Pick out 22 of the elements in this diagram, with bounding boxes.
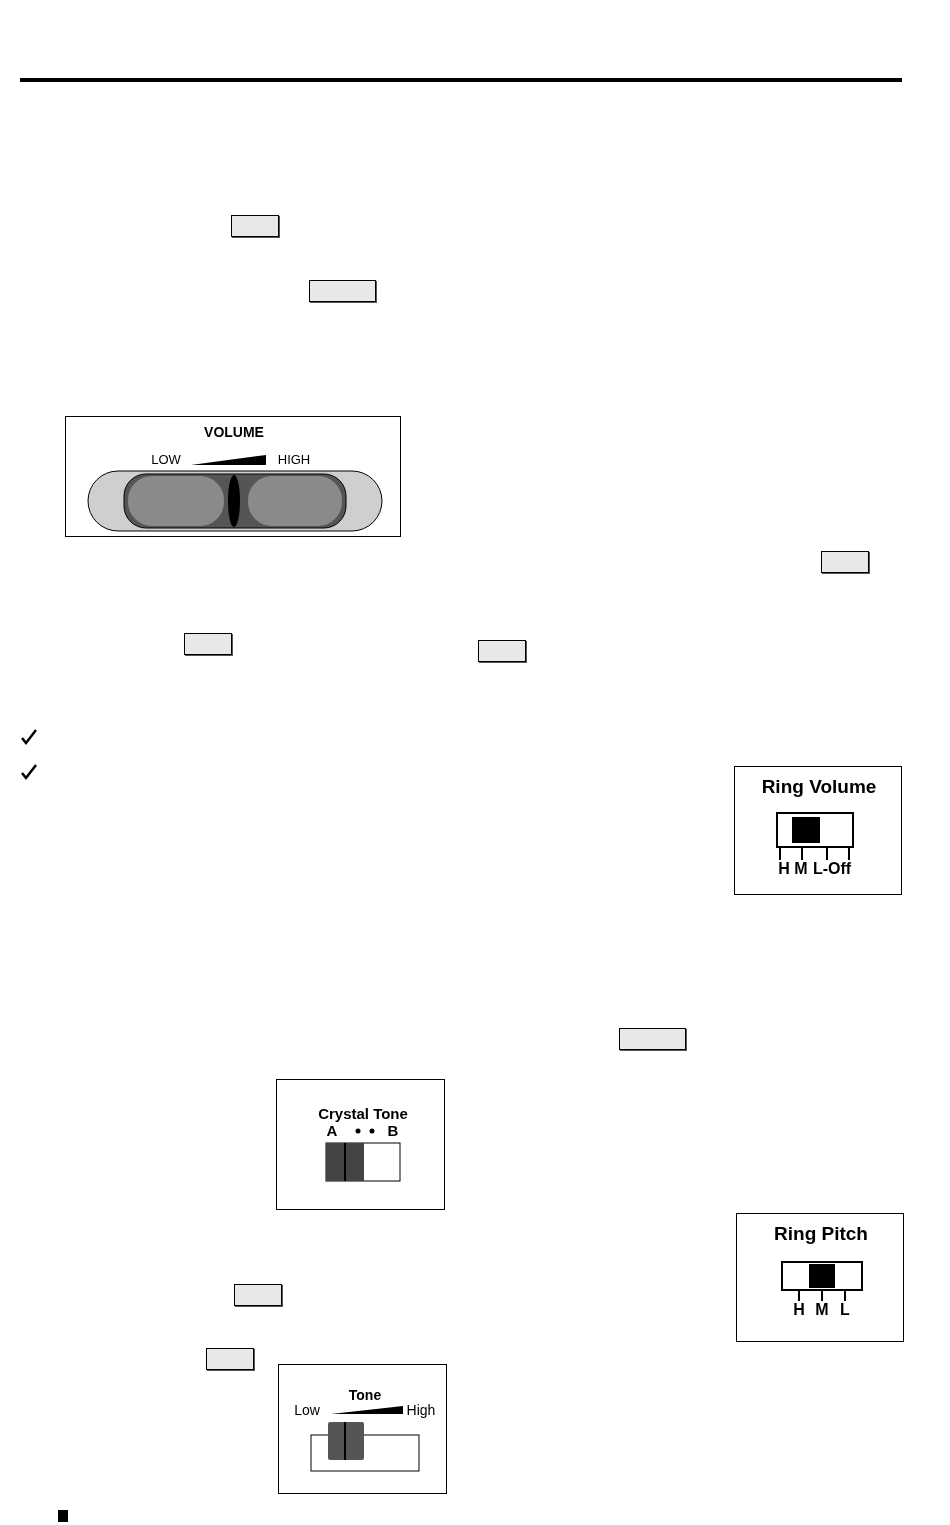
position-label: HIGH xyxy=(277,453,311,466)
control-panel xyxy=(278,1364,447,1494)
position-label: L xyxy=(840,1302,850,1318)
position-label: High xyxy=(406,1403,436,1417)
control-panel xyxy=(65,416,401,537)
position-label: L-Off xyxy=(812,861,852,877)
position-label: H xyxy=(793,1302,805,1318)
panel-title: Ring Volume xyxy=(761,777,877,796)
panel-title: Ring Pitch xyxy=(774,1224,868,1243)
position-label: LOW xyxy=(151,453,181,466)
panel-title: Tone xyxy=(348,1388,382,1402)
position-label: H xyxy=(778,861,790,877)
panel-title: VOLUME xyxy=(204,425,264,439)
position-label: Low xyxy=(294,1403,320,1417)
control-panel xyxy=(736,1213,904,1342)
control-panel xyxy=(734,766,902,895)
position-label: M xyxy=(815,1302,829,1318)
position-label: A xyxy=(326,1123,338,1138)
position-label: B xyxy=(387,1123,399,1138)
control-panel xyxy=(276,1079,445,1210)
position-label: M xyxy=(794,861,808,877)
panel-title: Crystal Tone xyxy=(318,1106,408,1121)
